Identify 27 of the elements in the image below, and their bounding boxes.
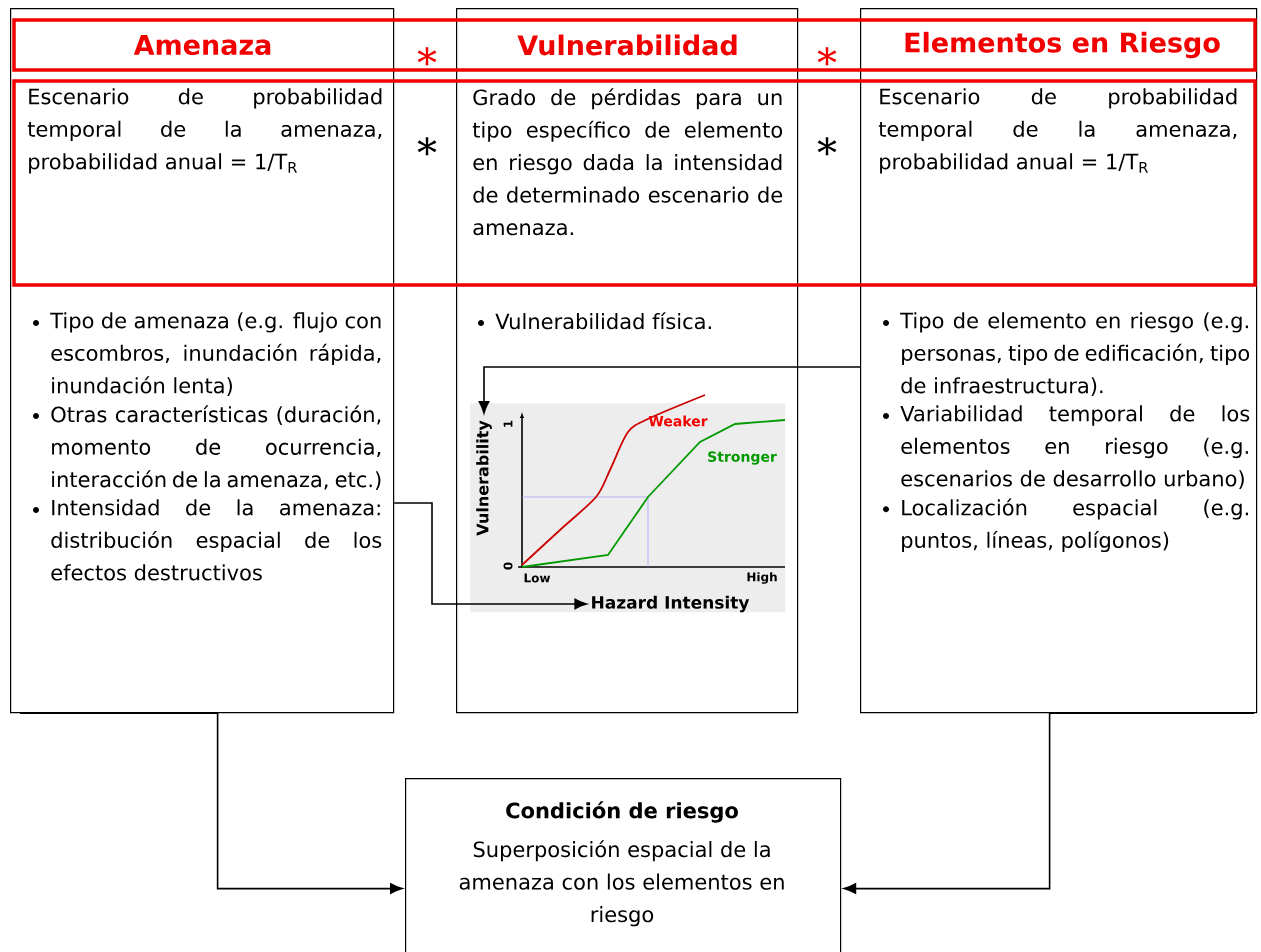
axis-title: Vulnerability bbox=[476, 420, 492, 536]
curve-label: Stronger bbox=[708, 451, 777, 465]
axis-tick-label: Low bbox=[524, 573, 551, 583]
bullet-text: Otras características (duración, momento de ocurrencia, interacción de la amenaza, etc.) bbox=[51, 405, 381, 490]
description-text: Escenario de probabilidad temporal de la amenaza, probabilidad anual = 1/T$_{R}$ bbox=[27, 88, 382, 174]
column-heading: Amenaza bbox=[133, 34, 271, 55]
axis-title: Hazard Intensity bbox=[592, 595, 750, 613]
description-text: Escenario de probabilidad temporal de la amenaza, probabilidad anual = 1/T$_{R}$ bbox=[878, 88, 1237, 174]
bullet-text: Vulnerabilidad física. bbox=[495, 312, 711, 330]
connector-arrow bbox=[393, 502, 588, 610]
bullet-text: Tipo de elemento en riesgo (e.g. personas, tipo de edificación, tipo de infraestructura). bbox=[900, 312, 1250, 396]
connector-arrow bbox=[478, 366, 861, 414]
connector-arrow bbox=[843, 712, 1255, 894]
axis-tick-label: 0 bbox=[503, 562, 513, 570]
curve-label: Weaker bbox=[648, 415, 708, 427]
axis-tick-label: 1 bbox=[503, 420, 513, 427]
box-text: Superposición espacial de la amenaza con los elementos en riesgo bbox=[459, 840, 784, 927]
bullet-text: Variabilidad temporal de los elementos en riesgo (e.g. escenarios de desarrollo urbano) bbox=[900, 405, 1250, 490]
box-heading: Condición de riesgo bbox=[506, 801, 738, 823]
bullet-text: Tipo de amenaza (e.g. flujo con escombros, inundación rápida, inundación lenta) bbox=[50, 312, 381, 396]
bullet-text: Intensidad de la amenaza: distribución espacial de los efectos destructivos bbox=[51, 499, 382, 581]
bullet-text: Localización espacial (e.g. puntos, líneas, polígonos) bbox=[902, 498, 1248, 553]
description-text: Grado de pérdidas para un tipo específico de elemento en riesgo dada la intensidad de determinado escenario de amenaza. bbox=[472, 88, 783, 236]
column-heading: Elementos en Riesgo bbox=[905, 31, 1220, 59]
axis-tick-label: High bbox=[747, 572, 777, 584]
connector-arrow bbox=[19, 712, 403, 894]
column-heading: Vulnerabilidad bbox=[517, 34, 737, 56]
